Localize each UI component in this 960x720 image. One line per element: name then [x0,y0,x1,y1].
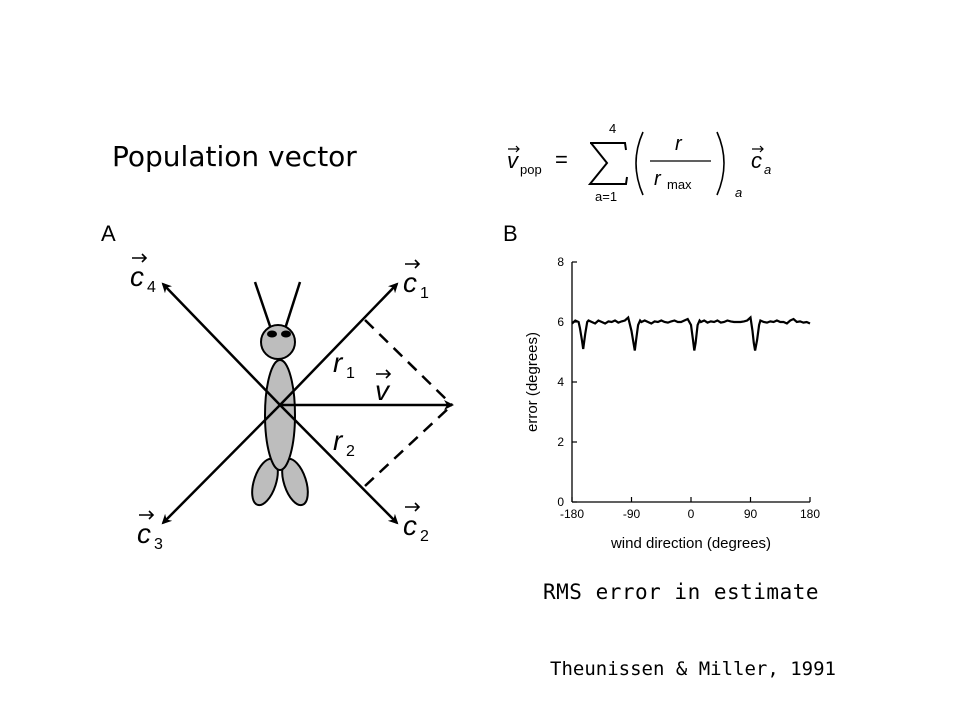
cricket-vector-diagram: c 1 c 2 c 3 c 4 v r 1 r 2 [130,253,454,553]
series-error-line [571,315,811,351]
panel-a-label: A [101,221,116,246]
citation: Theunissen & Miller, 1991 [550,658,836,680]
vector-arrow-icon [132,253,148,263]
paren-sub: a [735,185,742,200]
left-paren-icon [635,131,644,196]
chart-axes [571,262,810,503]
vector-arrow-icon [139,510,155,520]
fraction-denominator: r [654,168,662,190]
label-v: v [375,375,391,406]
page-title: Population vector [112,140,357,173]
formula-lhs: v [507,148,520,173]
vector-c2 [279,404,399,525]
vector-arrow-icon [376,369,392,379]
cricket-body [264,359,296,471]
label-c4: c [130,261,144,292]
vector-c1 [279,282,399,406]
formula-vec: c [751,148,762,173]
svg-text:4: 4 [147,279,156,296]
vector-c4 [161,282,281,406]
svg-text:2: 2 [420,528,429,545]
population-vector-formula: v pop = 4 a=1 r r max a c a [507,121,771,204]
formula-lhs-sub: pop [520,162,542,177]
svg-text:1: 1 [346,365,355,382]
chart-ticks: 0 2 4 6 8 -180 -90 0 90 180 [557,255,820,521]
fraction-denominator-sub: max [667,177,692,192]
projection-r1 [364,319,453,406]
label-r2: r [333,425,344,456]
formula-equals: = [555,147,568,172]
vector-arrow-icon [508,145,520,153]
right-paren-icon [716,131,725,196]
vector-arrow-icon [752,145,764,153]
rms-error-chart: 0 2 4 6 8 -180 -90 0 90 180 wind direction (degre… [524,255,820,552]
antenna-right [282,281,302,333]
label-c3: c [137,518,151,549]
y-axis-label: error (degrees) [524,332,541,432]
x-tick-label: 180 [800,507,820,521]
vector-arrow-icon [405,259,421,269]
y-tick-label: 4 [557,375,564,389]
x-tick-label: -180 [560,507,584,521]
svg-text:1: 1 [420,285,429,302]
vector-arrow-icon [405,502,421,512]
label-r1: r [333,347,344,378]
y-tick-label: 6 [557,315,564,329]
svg-text:3: 3 [154,536,163,553]
summation-icon [587,142,628,185]
antenna-left [253,281,274,333]
cricket-eye-left [267,330,277,338]
svg-text:2: 2 [346,443,355,460]
cricket-head [260,324,296,360]
x-tick-label: 0 [688,507,695,521]
sum-upper: 4 [609,121,616,136]
sum-lower: a=1 [595,189,617,204]
y-tick-label: 2 [557,435,564,449]
x-tick-label: 90 [744,507,758,521]
x-axis-label: wind direction (degrees) [610,535,771,552]
x-tick-label: -90 [623,507,641,521]
cricket-eye-right [281,330,291,338]
projection-r2 [364,404,453,487]
chart-caption: RMS error in estimate [543,580,820,604]
fraction-numerator: r [675,133,683,155]
label-c2: c [403,510,417,541]
label-c1: c [403,267,417,298]
vector-c3 [161,404,281,525]
y-tick-label: 0 [557,495,564,509]
panel-b-label: B [503,221,518,246]
y-tick-label: 8 [557,255,564,269]
formula-vec-sub: a [764,162,771,177]
